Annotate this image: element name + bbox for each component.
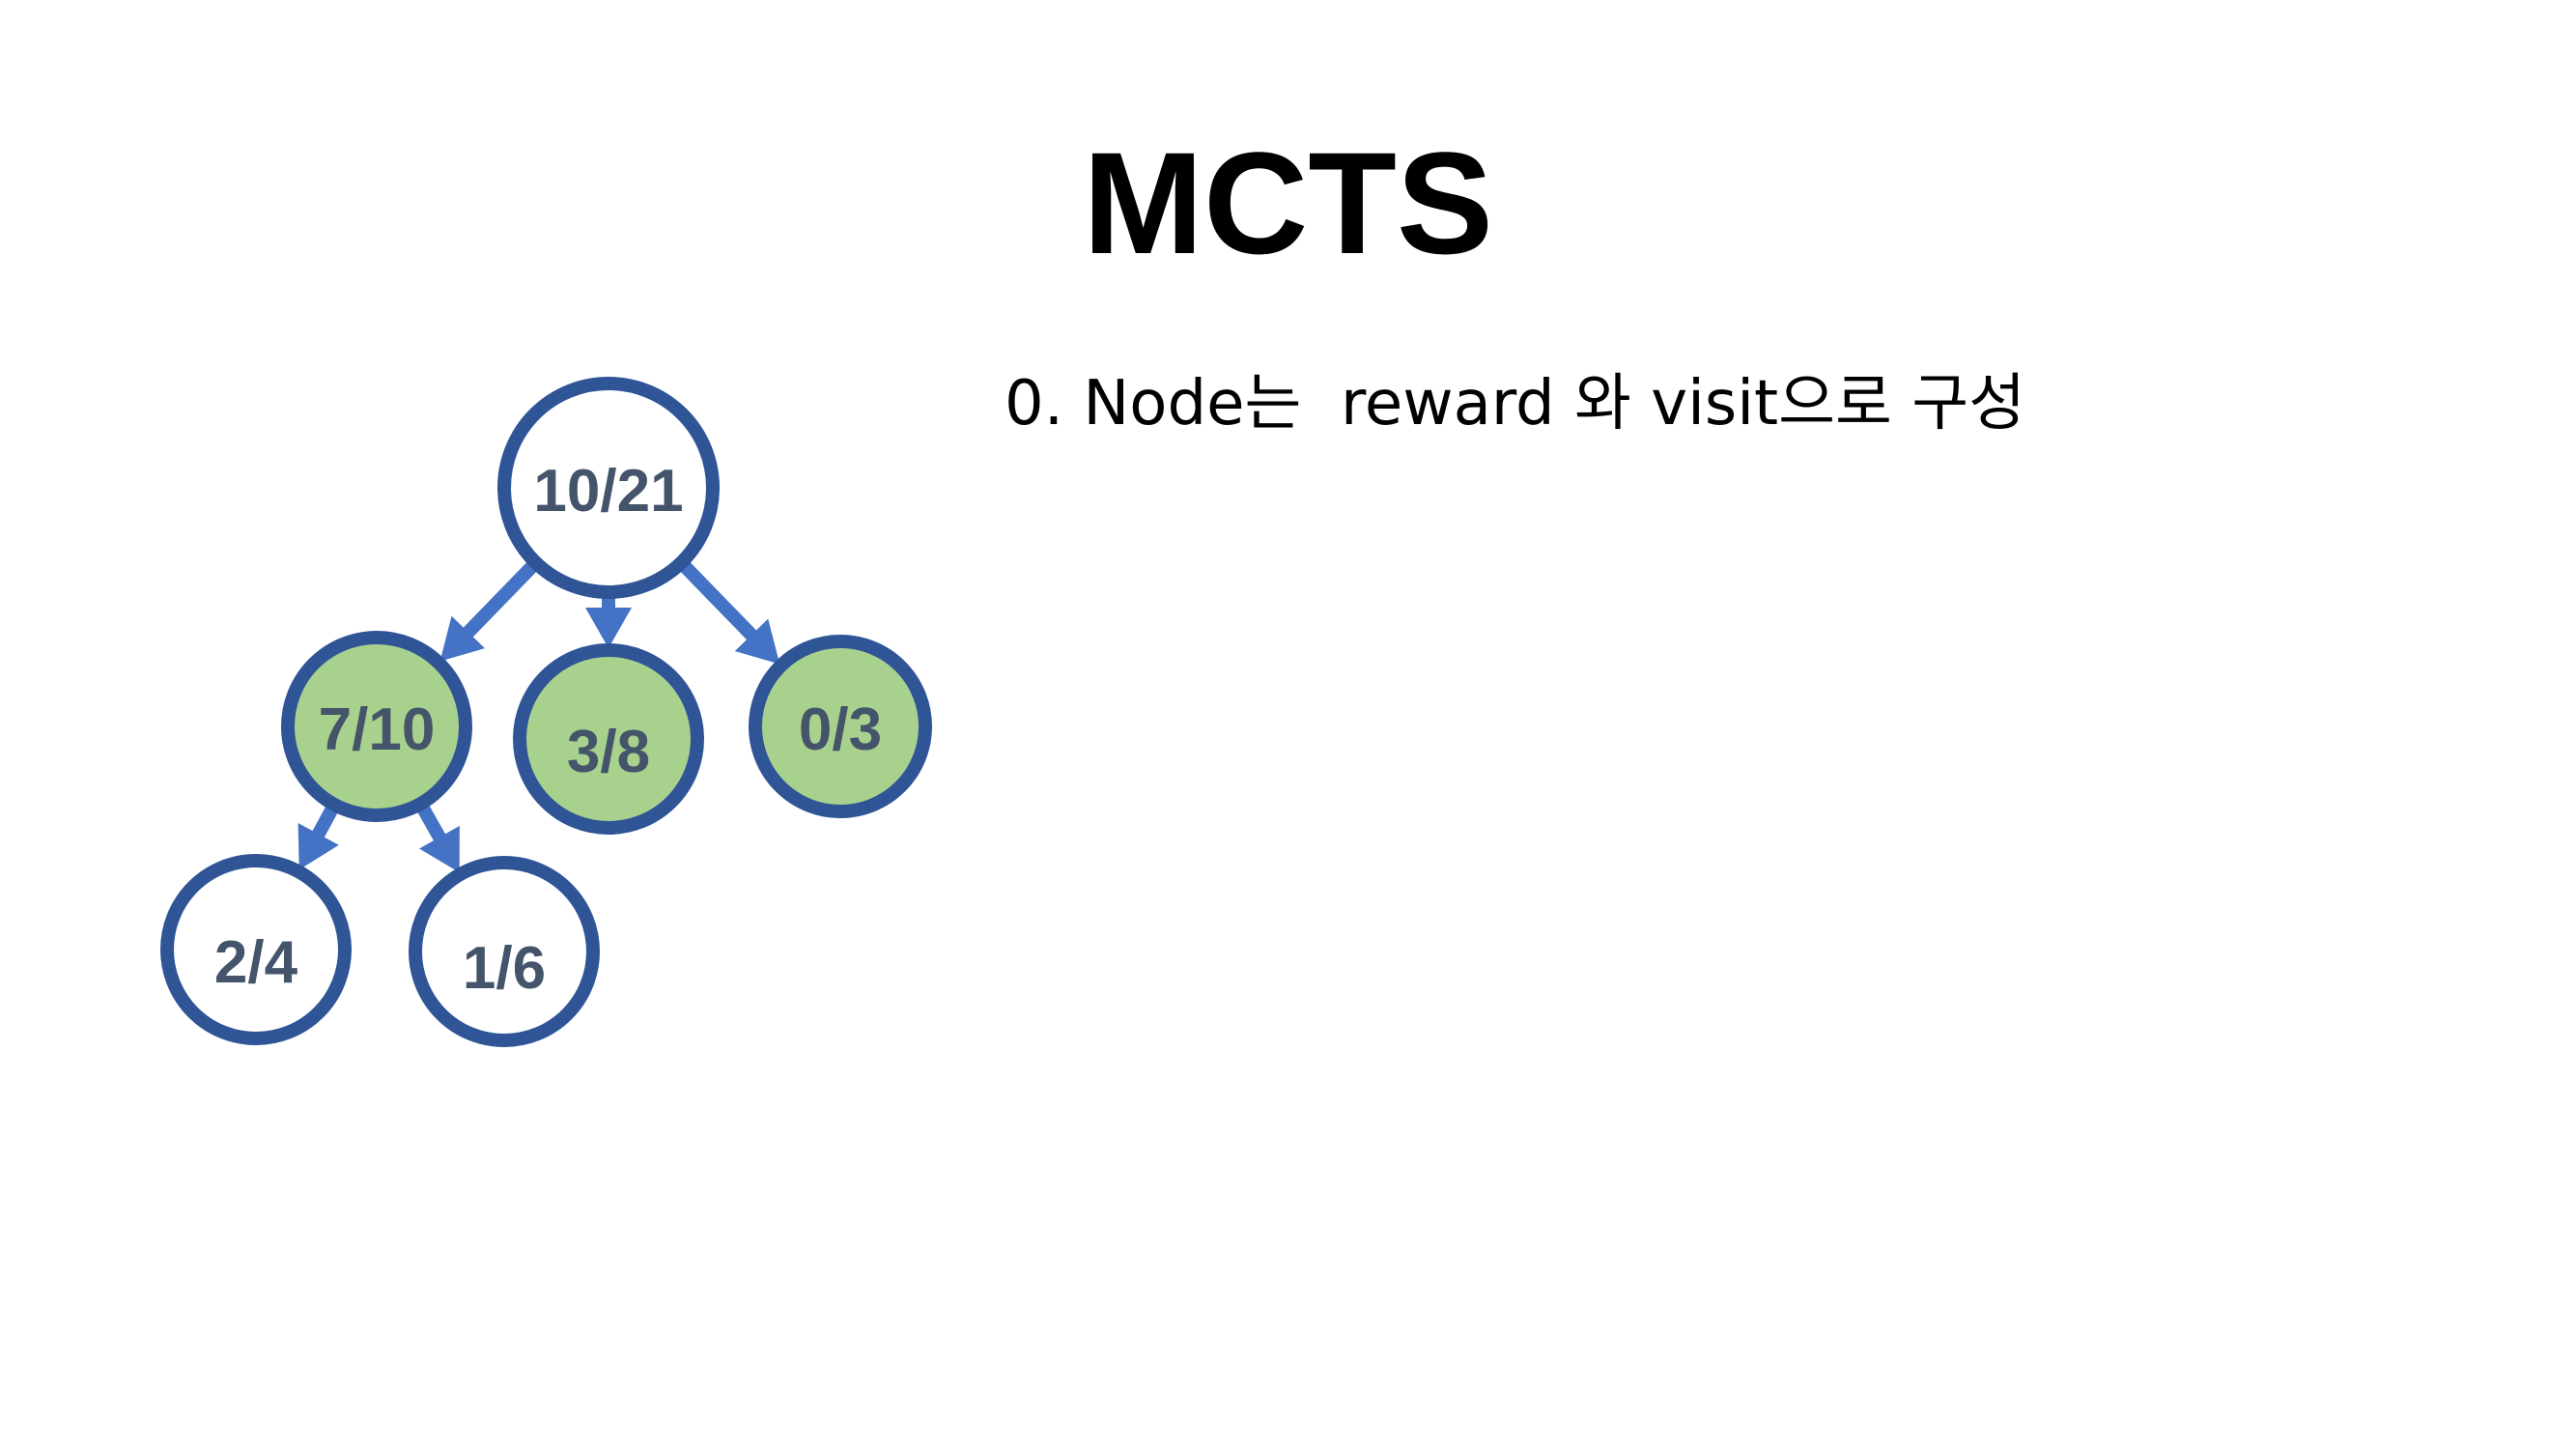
tree-node-a2: 1/6 — [409, 856, 600, 1047]
node-label: 7/10 — [319, 696, 436, 763]
tree-node-a: 7/10 — [281, 631, 472, 822]
edge-root-a — [439, 552, 547, 662]
node-label: 0/3 — [799, 696, 882, 763]
arrowhead — [439, 615, 485, 662]
node-label: 10/21 — [533, 458, 683, 525]
edge-line — [670, 552, 759, 643]
node-circle — [409, 856, 600, 1047]
node-circle — [160, 854, 352, 1045]
node-circle — [749, 635, 932, 818]
arrowhead — [297, 822, 339, 870]
edge-root-c — [670, 552, 780, 665]
node-circle — [513, 643, 704, 835]
arrowhead — [734, 618, 780, 665]
tree-node-c: 0/3 — [749, 635, 932, 818]
node-circle — [497, 377, 720, 599]
node-layer: 10/21 7/10 3/8 0/3 2/4 1/6 — [160, 377, 932, 1047]
node-label: 2/4 — [214, 929, 298, 996]
edge-layer — [297, 552, 780, 873]
node-label: 3/8 — [567, 719, 650, 785]
tree-node-root: 10/21 — [497, 377, 720, 599]
node-label: 1/6 — [463, 935, 546, 1002]
edge-line — [460, 552, 547, 640]
slide-title: MCTS — [1083, 122, 1493, 284]
arrowhead — [585, 608, 632, 648]
slide-text: 0. Node는 reward 와 visit으로 구성 — [1005, 368, 2025, 440]
tree-node-b: 3/8 — [513, 643, 704, 835]
tree-node-a1: 2/4 — [160, 854, 352, 1045]
arrowhead — [419, 825, 460, 873]
node-circle — [281, 631, 472, 822]
